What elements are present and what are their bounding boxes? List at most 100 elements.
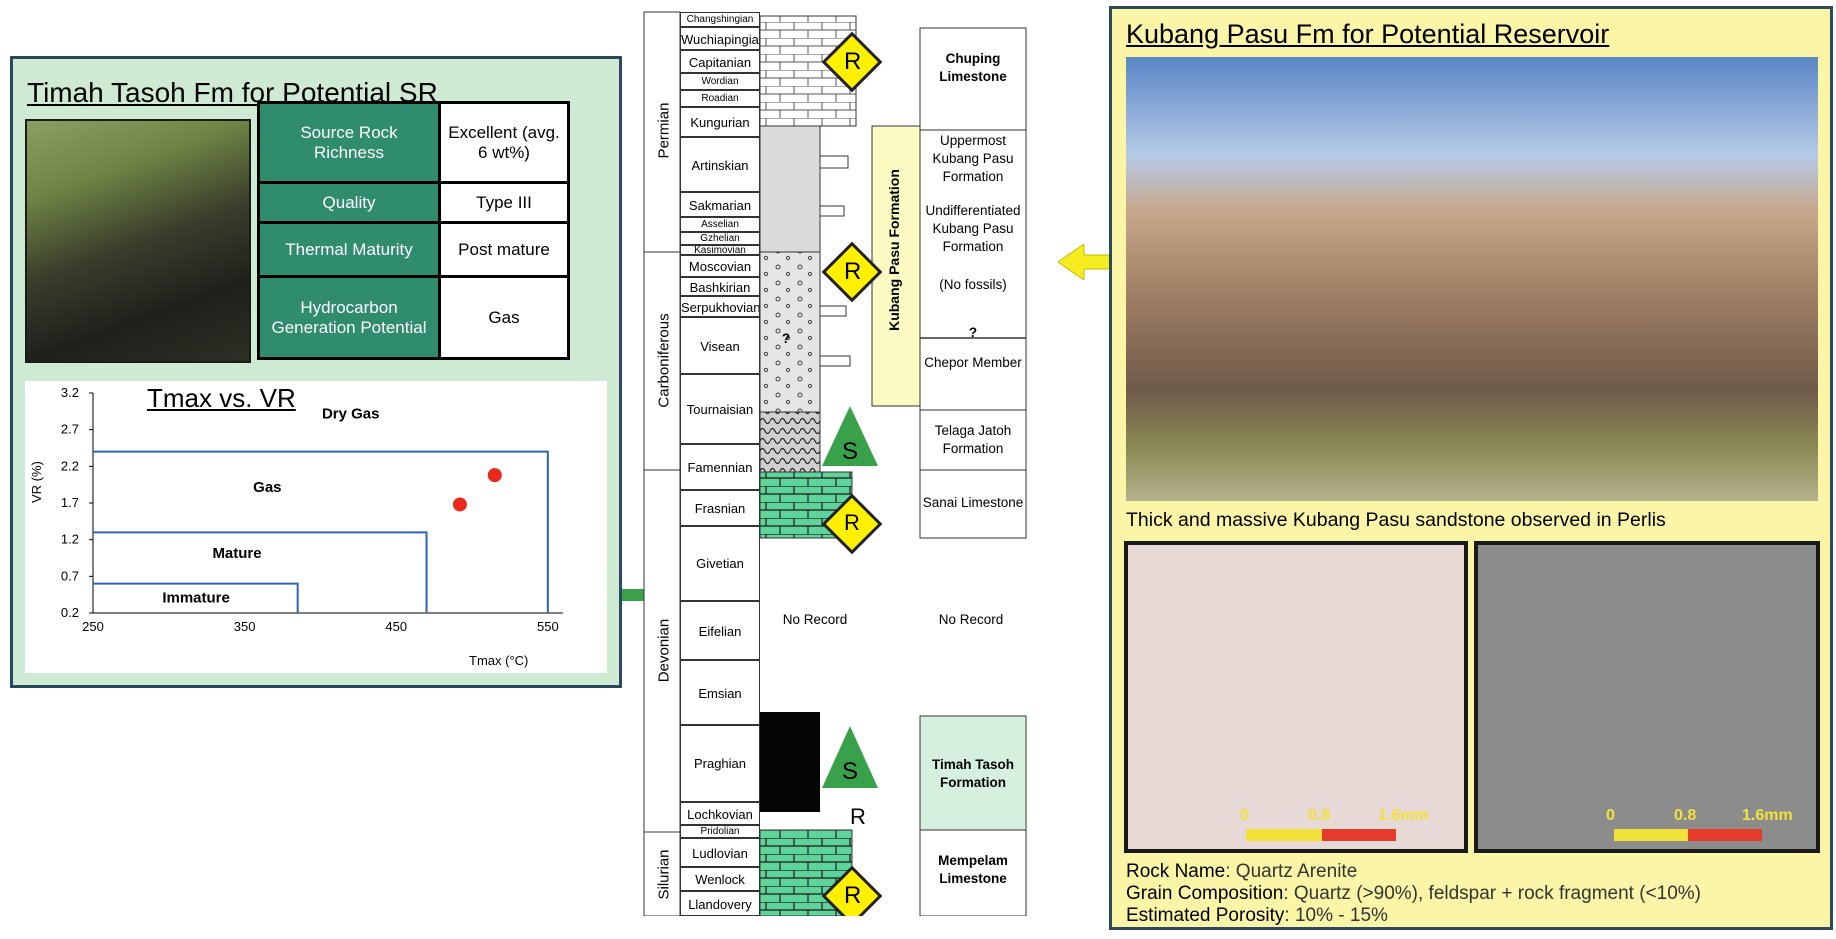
thin-section-xpl: 0 0.8 1.6mm (1474, 541, 1820, 853)
stage-label: Roadian (680, 90, 760, 108)
formation-label: Sanai Limestone (922, 495, 1024, 510)
property-name: Thermal Maturity (257, 221, 441, 278)
formation-label: Uppermost Kubang Pasu Formation (932, 133, 1014, 184)
formation-label: Chepor Member (924, 355, 1022, 370)
photo-caption: Thick and massive Kubang Pasu sandstone … (1126, 509, 1666, 531)
question-mark: ? (781, 331, 791, 346)
scale-label: 0.8 (1308, 807, 1331, 824)
stage-label: Asselian (680, 217, 760, 233)
stage-label: Praghian (680, 725, 760, 802)
arrow-left-icon (1058, 244, 1110, 280)
x-tick-label: 450 (385, 619, 407, 634)
scale-bar (1246, 829, 1322, 841)
column-canvas (643, 11, 1027, 916)
info-value: : Quartz Arenite (1225, 861, 1358, 882)
scale-bar (1322, 829, 1396, 841)
formation-label: Telaga Jatoh Formation (934, 423, 1012, 456)
rock-info: Rock Name: Quartz Arenite Grain Composit… (1126, 861, 1701, 927)
scale-label: 0 (1606, 807, 1615, 824)
stage-label: Capitanian (680, 50, 760, 74)
grain-composition-line: Grain Composition: Quartz (>90%), feldsp… (1126, 883, 1701, 905)
stage-label: Sakmarian (680, 191, 760, 218)
stage-label: Kungurian (680, 107, 760, 137)
stage-label: Wordian (680, 73, 760, 91)
property-row: Source Rock Richness Excellent (avg. 6 w… (257, 101, 570, 184)
property-value: Type III (438, 181, 570, 224)
y-axis-label: VR (%) (29, 461, 44, 503)
period-label: Silurian (655, 849, 673, 900)
stage-label: Gzhelian (680, 232, 760, 245)
scale-label: 0.8 (1674, 807, 1697, 824)
period-label: Permian (655, 102, 673, 159)
info-value: : Quartz (>90%), feldspar + rock fragmen… (1283, 883, 1701, 904)
stage-label: Emsian (680, 659, 760, 726)
stage-label: Tournaisian (680, 374, 760, 444)
y-tick-label: 2.7 (61, 422, 79, 437)
zone-label: Dry Gas (322, 406, 380, 423)
y-tick-label: 1.2 (61, 532, 79, 547)
stage-label: Llandovery (680, 890, 760, 916)
stratigraphic-column: Permian Carboniferous Devonian Silurian … (640, 6, 1100, 916)
data-point (487, 468, 502, 483)
x-axis-label: Tmax (°C) (469, 653, 529, 668)
kubang-pasu-label: Kubang Pasu Formation (886, 169, 902, 331)
reservoir-badge: R (844, 258, 862, 285)
zone-label: Mature (212, 545, 261, 562)
formation-label: Undifferentiated Kubang Pasu Formation (925, 203, 1021, 254)
stage-label: Serpukhovian (680, 295, 760, 317)
reservoir-panel: Kubang Pasu Fm for Potential Reservoir T… (1109, 6, 1833, 930)
reservoir-badge: R (850, 804, 866, 829)
data-point (452, 497, 467, 512)
property-name: Source Rock Richness (257, 101, 441, 184)
stage-label: Eifelian (680, 600, 760, 660)
scale-label: 0 (1240, 807, 1249, 824)
rock-name-line: Rock Name: Quartz Arenite (1126, 861, 1701, 883)
stage-label: Pridolian (680, 824, 760, 838)
quarry-photo (1126, 57, 1818, 501)
porosity-line: Estimated Porosity: 10% - 15% (1126, 905, 1701, 927)
stage-label: Lochkovian (680, 801, 760, 825)
period-label: Devonian (655, 618, 673, 683)
y-tick-label: 2.2 (61, 458, 79, 473)
property-value: Gas (438, 275, 570, 360)
property-name: Quality (257, 181, 441, 224)
y-tick-label: 3.2 (61, 385, 79, 400)
formation-label: Chuping Limestone (939, 51, 1007, 84)
x-tick-label: 250 (82, 619, 104, 634)
x-tick-label: 350 (234, 619, 256, 634)
period-label: Carboniferous (655, 313, 673, 408)
stage-label: Visean (680, 316, 760, 375)
x-tick-label: 550 (537, 619, 559, 634)
info-label: Rock Name (1126, 861, 1226, 882)
reservoir-badge: R (844, 882, 862, 909)
stage-label: Moscovian (680, 255, 760, 277)
reservoir-badge: R (844, 48, 862, 75)
property-name: Hydrocarbon Generation Potential (257, 275, 441, 360)
stage-label: Wenlock (680, 867, 760, 891)
formation-label: (No fossils) (939, 277, 1007, 292)
stage-label: Famennian (680, 443, 760, 491)
property-row: Hydrocarbon Generation Potential Gas (257, 275, 570, 360)
stage-label: Frasnian (680, 490, 760, 527)
source-badge: S (842, 758, 859, 785)
y-tick-label: 1.7 (61, 495, 79, 510)
property-row: Thermal Maturity Post mature (257, 221, 570, 278)
zone-boundary (93, 531, 428, 613)
scale-bar (1688, 829, 1762, 841)
stage-label: Artinskian (680, 136, 760, 192)
reservoir-badge: R (844, 510, 860, 535)
stage-label: Givetian (680, 526, 760, 601)
stage-label: Wuchiapingian (680, 26, 760, 51)
stage-label: Kasimovian (680, 244, 760, 256)
no-record-label: No Record (782, 612, 848, 627)
property-value: Excellent (avg. 6 wt%) (438, 101, 570, 184)
stage-label: Ludlovian (680, 837, 760, 868)
y-tick-label: 0.7 (61, 568, 79, 583)
outcrop-photo (25, 119, 251, 363)
thin-section-ppl: 0 0.8 1.6mm (1124, 541, 1468, 853)
panel-title: Kubang Pasu Fm for Potential Reservoir (1126, 19, 1610, 49)
y-tick-label: 0.2 (61, 605, 79, 620)
